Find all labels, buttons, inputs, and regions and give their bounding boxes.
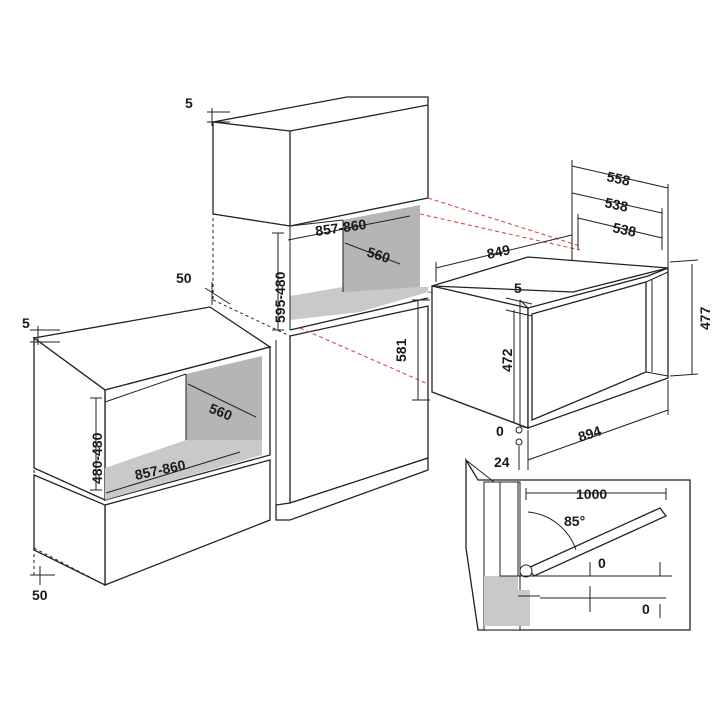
oven-width-558-dim: 558 [571,160,669,268]
oven-bottom-offset-label: 0 [496,423,504,439]
door-clearance-lower-label: 0 [642,601,650,617]
tall-niche-width-dim: 857-860 [287,215,411,241]
tall-niche-width-label: 857-860 [314,216,367,239]
base-niche-height-label: 480-480 [89,432,105,484]
tall-niche-depth-label: 560 [365,244,392,267]
base-bottom-gap-label: 50 [32,587,48,603]
tall-niche-floor [290,287,428,320]
base-niche-height-dim: 480-480 [89,397,105,491]
oven-width-538a-dim: 538 [571,192,663,250]
tall-top-gap-label: 5 [185,95,193,111]
oven-body-width-2-label: 538 [611,219,637,240]
tall-niche-height-dim: 595-480 [272,232,288,331]
base-top-gap-dim: 5 [22,315,60,345]
door-length-dim: 1000 [525,486,667,502]
door-clearance-dims: 0 0 [540,555,666,618]
inset-wall-section [484,576,530,626]
oven-height-472-dim: 472 [499,310,515,422]
oven-cutout-height-label: 581 [393,338,409,362]
oven-frame-offset-label: 5 [514,280,522,296]
tall-side-gap-label: 50 [176,270,192,286]
oven-front-width-label: 894 [576,422,603,445]
oven-width-538b-dim: 538 [577,214,663,250]
base-niche-back [186,356,262,440]
base-top-gap-label: 5 [22,315,30,331]
oven-height-477-dim: 477 [669,259,713,377]
oven-body-width-1-label: 538 [603,194,629,215]
oven-frame-offset-dim: 5 [505,280,533,317]
oven-depth-dim: 849 [435,234,573,282]
door-angle-dim: 85° [527,511,585,551]
tall-cabinet [212,96,429,521]
tall-top-gap-dim: 5 [185,95,230,126]
oven-bottom-step-label: 24 [494,454,510,470]
oven-bottom-dims: 0 24 894 [494,380,669,470]
base-bottom-gap-dim: 50 [30,566,55,603]
oven-overall-width-label: 558 [605,168,631,189]
door-clearance-upper-label: 0 [598,555,606,571]
oven-body-height-label: 472 [499,348,515,372]
tall-niche-depth-dim: 560 [344,242,401,267]
tall-niche-back [343,205,420,292]
oven-cutout-height-dim: 581 [393,299,430,401]
oven [431,256,669,429]
door-length-label: 1000 [576,486,607,502]
oven-depth-label: 849 [485,241,511,262]
door-angle-label: 85° [564,513,585,529]
door-detail-inset [465,457,691,631]
tall-side-gap-dim: 50 [176,270,231,305]
oven-overall-height-label: 477 [697,306,713,330]
tall-niche-height-label: 595-480 [272,271,288,323]
base-niche-floor [105,440,262,500]
base-cabinet [32,306,272,587]
